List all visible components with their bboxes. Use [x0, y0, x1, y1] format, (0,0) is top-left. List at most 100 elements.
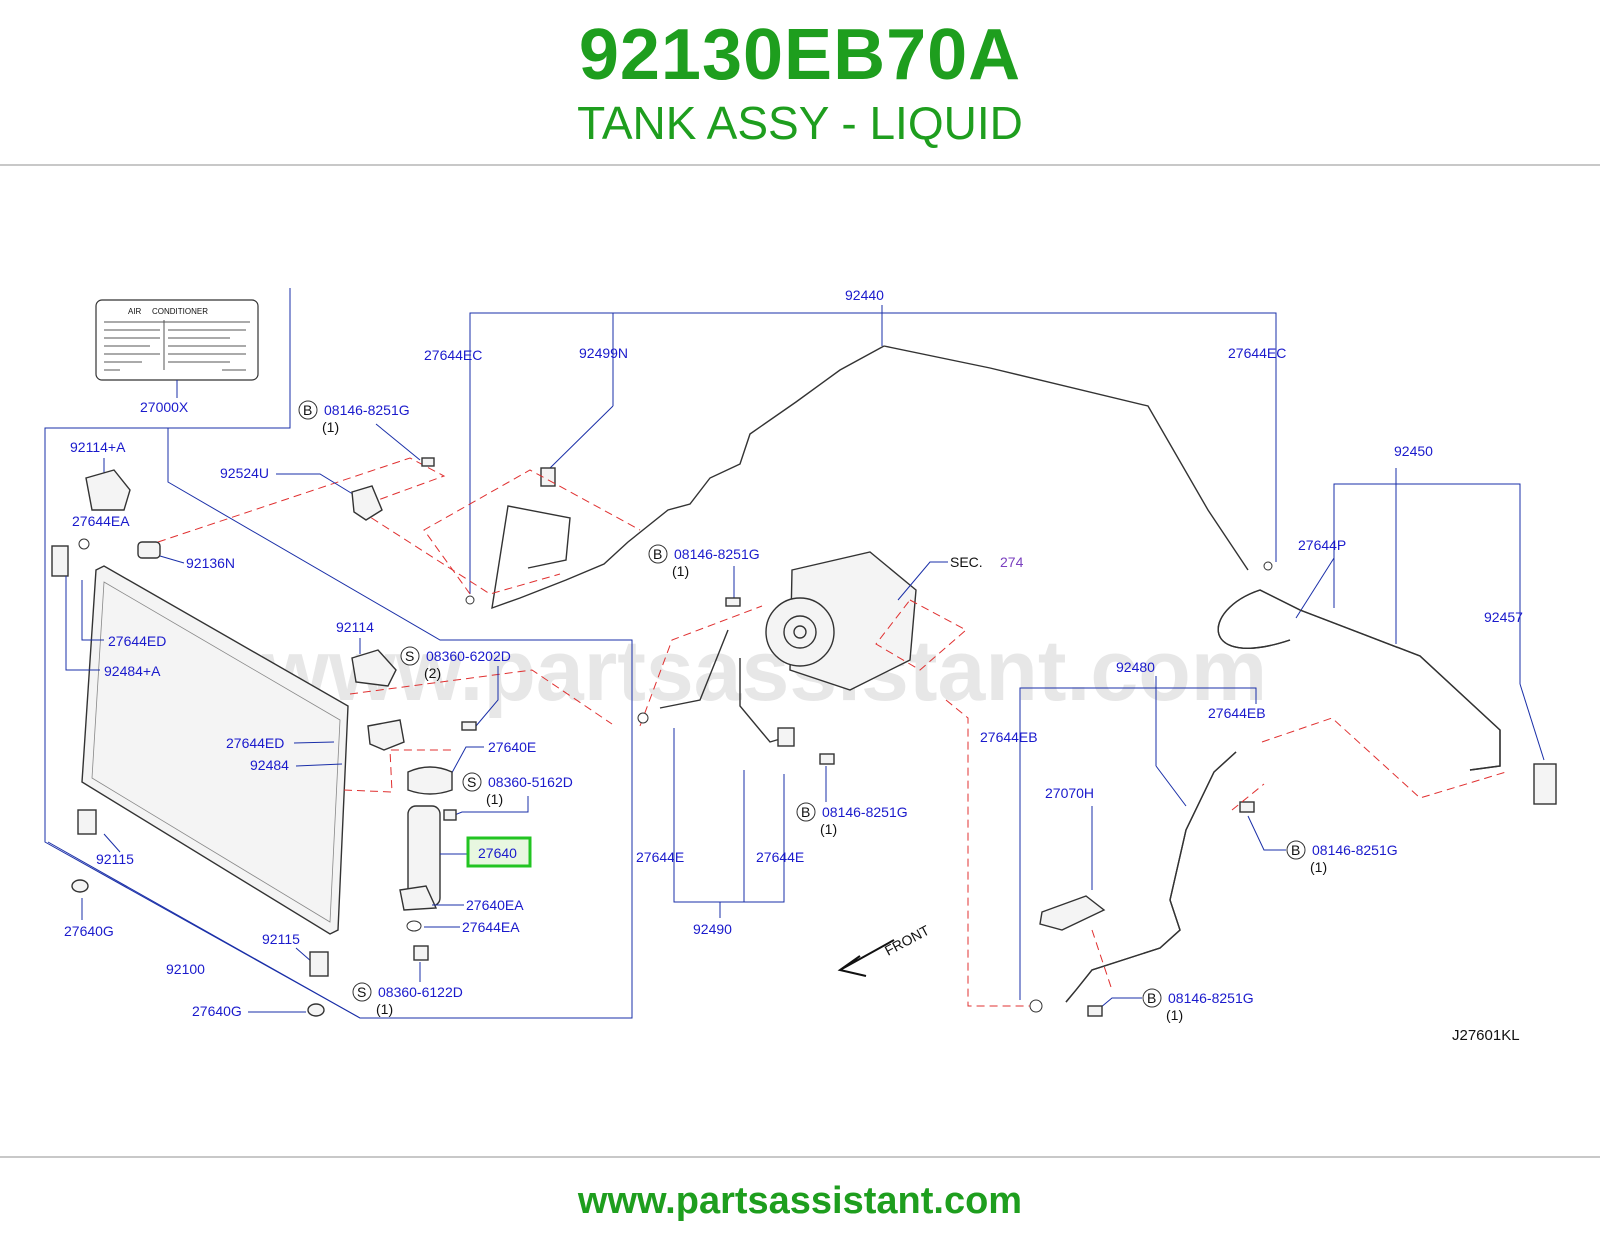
part-number-title: 92130EB70A	[578, 15, 1022, 95]
hose-92440-group: 92440 27644EC 92499N 27644EC	[424, 287, 1286, 610]
label-sheet-title-right: CONDITIONER	[152, 307, 208, 316]
fastener-f7-code: 08146-8251G	[1312, 842, 1398, 858]
fastener-f7-qty: (1)	[1310, 859, 1327, 875]
compressor-group: SEC. 274	[639, 551, 1024, 727]
label-sec: SEC.	[950, 554, 983, 570]
label-27644EA-top: 27644EA	[72, 513, 130, 529]
bracket-27640EA	[399, 885, 438, 911]
mount-92115-top	[77, 809, 97, 835]
label-27070H: 27070H	[1045, 785, 1094, 801]
fastener-f3-prefix: S	[405, 648, 414, 664]
mount-92115-bot	[309, 951, 329, 977]
watermark: www.partsassistant.com	[261, 623, 1267, 719]
parts-diagram: www.partsassistant.com AIR CONDITIONER 2…	[44, 287, 1557, 1044]
label-27644P: 27644P	[1298, 537, 1346, 553]
front-label: FRONT	[882, 922, 932, 959]
center-parts-group: 92114 27644ED 92484 27640E 27640EA 27644…	[226, 619, 536, 935]
condenser-92100	[81, 565, 349, 935]
label-92115-bot: 92115	[262, 931, 300, 947]
label-27644ED-mid: 27644ED	[226, 735, 284, 751]
fastener-f8-code: 08146-8251G	[1168, 990, 1254, 1006]
header: 92130EB70A TANK ASSY - LIQUID	[0, 0, 1600, 168]
label-27644EC-left: 27644EC	[424, 347, 482, 363]
bracket-27070H	[1039, 895, 1106, 931]
fastener-f5-prefix: B	[801, 804, 810, 820]
label-92480: 92480	[1116, 659, 1155, 675]
label-27644E-right: 27644E	[756, 849, 804, 865]
diagram-code: J27601KL	[1452, 1027, 1520, 1044]
highlight-box-27640[interactable]	[466, 836, 532, 868]
fastener-f8-qty: (1)	[1166, 1007, 1183, 1023]
header-divider	[0, 164, 1600, 166]
fastener-f4-prefix: S	[467, 774, 476, 790]
fastener-f4-code: 08360-5162D	[488, 774, 573, 790]
fastener-f7-prefix: B	[1291, 842, 1300, 858]
fitting-92457	[1533, 763, 1557, 805]
o-ring-27644EA	[406, 920, 422, 932]
label-27644ED-left: 27644ED	[108, 633, 166, 649]
fastener-f4-qty: (1)	[486, 791, 503, 807]
fastener-f2-prefix: B	[653, 546, 662, 562]
fastener-f1-code: 08146-8251G	[324, 402, 410, 418]
footer-url-link[interactable]: www.partsassistant.com	[577, 1180, 1023, 1222]
pressure-switch-92136N	[137, 541, 161, 559]
fastener-f6-qty: (1)	[376, 1001, 393, 1017]
fastener-f1-prefix: B	[303, 402, 312, 418]
label-92524U: 92524U	[220, 465, 269, 481]
label-sheet-title-left: AIR	[128, 307, 142, 316]
fastener-f3-code: 08360-6202D	[426, 648, 511, 664]
label-sheet-lines	[104, 320, 250, 371]
front-indicator: FRONT	[837, 922, 932, 977]
bolt-f1	[421, 457, 435, 467]
bracket-92524U	[351, 485, 383, 521]
label-92100: 92100	[166, 961, 205, 977]
label-92440: 92440	[845, 287, 884, 303]
label-27644EB-left: 27644EB	[980, 729, 1038, 745]
bolt-f4	[443, 809, 457, 821]
bolt-f6	[413, 945, 429, 961]
footer-divider	[0, 1156, 1600, 1158]
fastener-f8-prefix: B	[1147, 990, 1156, 1006]
bolt-f3	[461, 721, 477, 731]
label-27644EA-bot: 27644EA	[462, 919, 520, 935]
label-92484A: 92484+A	[104, 663, 161, 679]
hose-92490-group: 27644E 27644E 92490	[636, 629, 804, 937]
sensor-block	[51, 545, 69, 577]
front-arrow-icon	[837, 939, 895, 977]
bolt-f5	[819, 753, 835, 765]
fastener-f3-qty: (2)	[424, 665, 441, 681]
bracket-92484	[367, 719, 405, 751]
label-27640[interactable]: 27640	[478, 845, 517, 861]
label-92114A: 92114+A	[70, 439, 126, 455]
label-sheet-group: AIR CONDITIONER 27000X	[44, 288, 633, 1019]
hose-92450-group: 92450 27644P 92457	[1217, 443, 1557, 805]
label-27640G-top: 27640G	[64, 923, 114, 939]
bolt-f2	[725, 597, 741, 607]
fastener-f2-qty: (1)	[672, 563, 689, 579]
label-92484: 92484	[250, 757, 289, 773]
label-92450: 92450	[1394, 443, 1433, 459]
label-27640EA: 27640EA	[466, 897, 524, 913]
fastener-f6-prefix: S	[357, 984, 366, 1000]
label-27640E: 27640E	[488, 739, 536, 755]
fastener-f1-qty: (1)	[322, 419, 339, 435]
left-parts-group: 92114+A 27644EA 92136N 27644ED 92484+A 9…	[51, 439, 383, 1019]
part-name-subtitle: TANK ASSY - LIQUID	[577, 97, 1023, 149]
fastener-callouts: B 08146-8251G (1) B 08146-8251G (1) S 08…	[298, 400, 1398, 1023]
label-27000X: 27000X	[140, 399, 189, 415]
bolt-f7	[1239, 801, 1255, 813]
bolt-f8	[1087, 1005, 1103, 1017]
label-92115-top: 92115	[96, 851, 134, 867]
condenser-group-outline	[44, 288, 633, 1019]
condenser-group: 92100	[47, 457, 641, 1019]
fastener-f5-qty: (1)	[820, 821, 837, 837]
label-92490: 92490	[693, 921, 732, 937]
grommet-27640G-bot	[307, 1003, 325, 1017]
label-27644EC-right: 27644EC	[1228, 345, 1286, 361]
label-27644EB-right: 27644EB	[1208, 705, 1266, 721]
hose-92480-group: 92480 27644EB 27644EB 27070H	[945, 659, 1266, 1013]
fastener-f2-code: 08146-8251G	[674, 546, 760, 562]
label-27640G-bot: 27640G	[192, 1003, 242, 1019]
fastener-f5-code: 08146-8251G	[822, 804, 908, 820]
label-92136N: 92136N	[186, 555, 235, 571]
